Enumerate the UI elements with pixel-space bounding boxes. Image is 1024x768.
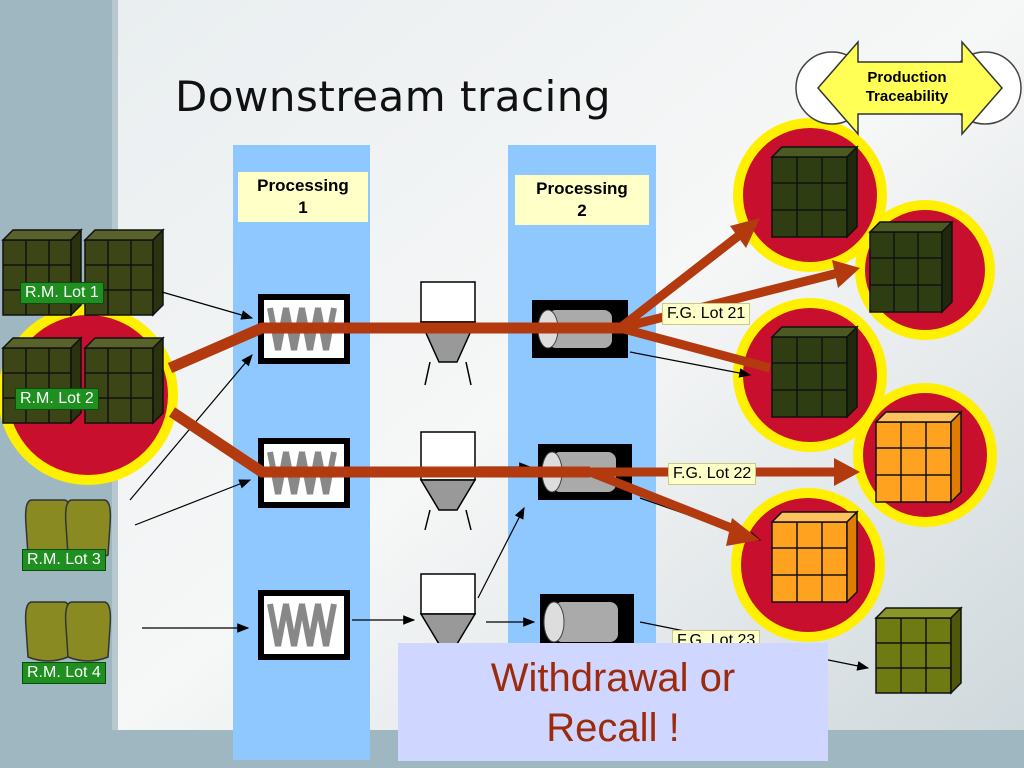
- processing-2-label: Processing 2: [515, 175, 649, 225]
- rm-lot-2-label: R.M. Lot 2: [15, 388, 99, 410]
- silo-icon: [419, 281, 477, 645]
- rm-lot-3-label: R.M. Lot 3: [22, 549, 106, 571]
- trace-arrows: [167, 322, 625, 478]
- rm-lot-4-label: R.M. Lot 4: [22, 662, 106, 684]
- page-title: Downstream tracing: [175, 72, 612, 121]
- finished-pallet-icon: [770, 145, 963, 695]
- double-arrow-icon: [795, 39, 1022, 137]
- fg-lot-22-label: F.G. Lot 22: [668, 463, 757, 485]
- process-lane-2: [508, 145, 656, 645]
- recall-callout: Withdrawal or Recall !: [398, 643, 828, 761]
- fg-lot-21-label: F.G. Lot 21: [662, 303, 751, 325]
- sack-icon: [24, 499, 112, 662]
- production-traceability-badge: Production Traceability: [865, 69, 949, 105]
- processing-1-label: Processing 1: [238, 172, 368, 222]
- rm-lot-1-label: R.M. Lot 1: [20, 282, 104, 304]
- flow-arrows: [129, 291, 870, 671]
